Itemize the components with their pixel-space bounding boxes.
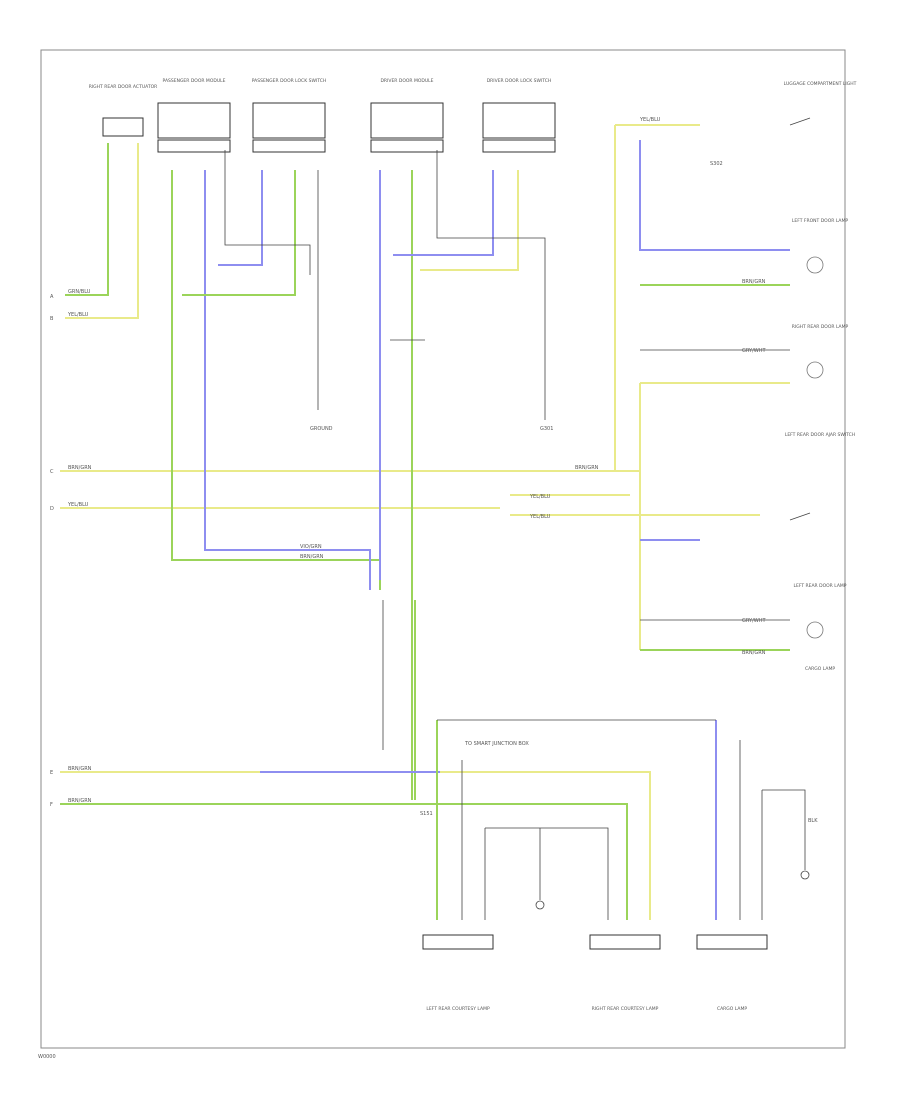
wire-label-brown: BRN/GRN xyxy=(68,465,92,471)
wire-ref-f xyxy=(60,803,628,920)
label-top-1: PASSENGER DOOR MODULE xyxy=(163,78,226,84)
wire-label-gray: GRY/WHT xyxy=(742,348,766,354)
ground-icon-1 xyxy=(535,900,545,910)
note-2: G301 xyxy=(540,426,553,432)
component-driver-switch-conn xyxy=(482,139,556,153)
switch-icon-1 xyxy=(789,117,811,126)
wire-actuator-yellow xyxy=(65,143,139,319)
wire-pass-thin xyxy=(224,150,311,275)
wire-label-green-blue: GRN/BLU xyxy=(68,289,91,295)
label-top-0: RIGHT REAR DOOR ACTUATOR xyxy=(89,84,158,90)
label-bottom-2: CARGO LAMP xyxy=(717,1006,747,1012)
wire-label-yellow-3: YEL/BLU xyxy=(529,494,551,500)
top-component-labels: RIGHT REAR DOOR ACTUATOR PASSENGER DOOR … xyxy=(89,78,552,90)
wire-cargo-ground xyxy=(762,789,806,870)
wire-drv-yellow-2 xyxy=(420,170,519,271)
note-3: S151 xyxy=(420,811,433,817)
wire-label-yellow-5: YEL/BLU xyxy=(639,117,661,123)
wire-label-yellow-2: YEL/BLU xyxy=(67,502,89,508)
note-4: S302 xyxy=(710,161,723,167)
wire-actuator-green xyxy=(65,143,109,296)
component-passenger-switch xyxy=(252,102,326,139)
switch-symbols xyxy=(789,117,824,639)
wires xyxy=(60,124,806,920)
wire-label-brown-6: BRN/GRN xyxy=(742,279,766,285)
wire-label-group: GRN/BLU YEL/BLU BRN/GRN YEL/BLU VIO/GRN … xyxy=(67,117,818,824)
ref-b: B xyxy=(50,316,54,322)
ref-e: E xyxy=(50,770,53,776)
wire-label-blk: BLK xyxy=(808,818,818,824)
wire-label-brown-4: BRN/GRN xyxy=(68,798,92,804)
lamp-icon-1 xyxy=(806,256,824,274)
wire-drv-blue-2 xyxy=(393,170,494,256)
label-top-3: DRIVER DOOR MODULE xyxy=(380,78,433,84)
notes: TO SMART JUNCTION BOX GROUND G301 S151 S… xyxy=(310,161,723,817)
wire-label-brown-2: BRN/GRN xyxy=(300,554,324,560)
wire-ref-e xyxy=(60,771,651,920)
wire-label-yellow: YEL/BLU xyxy=(67,312,89,318)
ground-icon-2 xyxy=(800,870,810,880)
label-bottom-0: LEFT REAR COURTESY LAMP xyxy=(426,1006,490,1012)
bottom-component-labels: LEFT REAR COURTESY LAMP RIGHT REAR COURT… xyxy=(426,1006,747,1012)
label-right-1: LEFT FRONT DOOR LAMP xyxy=(792,218,849,224)
wire-right-blue xyxy=(639,140,790,251)
label-right-5: CARGO LAMP xyxy=(805,666,835,672)
wire-label-gray-2: GRY/WHT xyxy=(742,618,766,624)
component-passenger-switch-conn xyxy=(252,139,326,153)
right-component-labels: LUGGAGE COMPARTMENT LIGHT LEFT FRONT DOO… xyxy=(784,81,857,672)
label-top-2: PASSENGER DOOR LOCK SWITCH xyxy=(252,78,326,84)
component-driver-module-conn xyxy=(370,139,444,153)
component-rr-lamp xyxy=(589,934,661,950)
label-bottom-1: RIGHT REAR COURTESY LAMP xyxy=(592,1006,659,1012)
ref-c: C xyxy=(50,469,54,475)
label-right-3: LEFT REAR DOOR AJAR SWITCH xyxy=(785,432,855,438)
component-passenger-module-conn xyxy=(157,139,231,153)
wire-label-brown-3: BRN/GRN xyxy=(68,766,92,772)
note-1: GROUND xyxy=(310,426,333,432)
wire-drv-thin xyxy=(436,150,546,420)
switch-icon-2 xyxy=(789,512,811,521)
component-driver-module xyxy=(370,102,444,139)
label-top-4: DRIVER DOOR LOCK SWITCH xyxy=(487,78,552,84)
lamp-icon-2 xyxy=(806,361,824,379)
component-driver-switch xyxy=(482,102,556,139)
ref-a: A xyxy=(50,294,54,300)
wire-label-brown-5: BRN/GRN xyxy=(575,465,599,471)
label-right-2: RIGHT REAR DOOR LAMP xyxy=(792,324,849,330)
component-lr-lamp xyxy=(422,934,494,950)
figure-code: W0000 xyxy=(38,1054,56,1060)
wire-pass-blue-2 xyxy=(218,170,263,266)
top-components xyxy=(102,102,556,153)
component-cargo-lamp xyxy=(696,934,768,950)
wire-label-brown-7: BRN/GRN xyxy=(742,650,766,656)
wire-label-yellow-4: YEL/BLU xyxy=(529,514,551,520)
wire-pass-blue xyxy=(204,170,371,590)
label-right-0: LUGGAGE COMPARTMENT LIGHT xyxy=(784,81,857,87)
ref-d: D xyxy=(50,506,54,512)
wire-pass-green-2 xyxy=(182,170,296,296)
diagram-frame xyxy=(40,49,846,1049)
component-passenger-module xyxy=(157,102,231,139)
wire-splice-bottom xyxy=(485,827,609,920)
note-0: TO SMART JUNCTION BOX xyxy=(464,741,529,747)
wire-label-violet: VIO/GRN xyxy=(300,544,322,550)
wire-pass-green xyxy=(171,170,381,590)
ref-f: F xyxy=(50,802,53,808)
left-refs: A B C D E F xyxy=(50,294,54,808)
component-actuator xyxy=(102,117,144,137)
bottom-components xyxy=(422,870,810,950)
label-right-4: LEFT REAR DOOR LAMP xyxy=(793,583,846,589)
lamp-icon-3 xyxy=(806,621,824,639)
